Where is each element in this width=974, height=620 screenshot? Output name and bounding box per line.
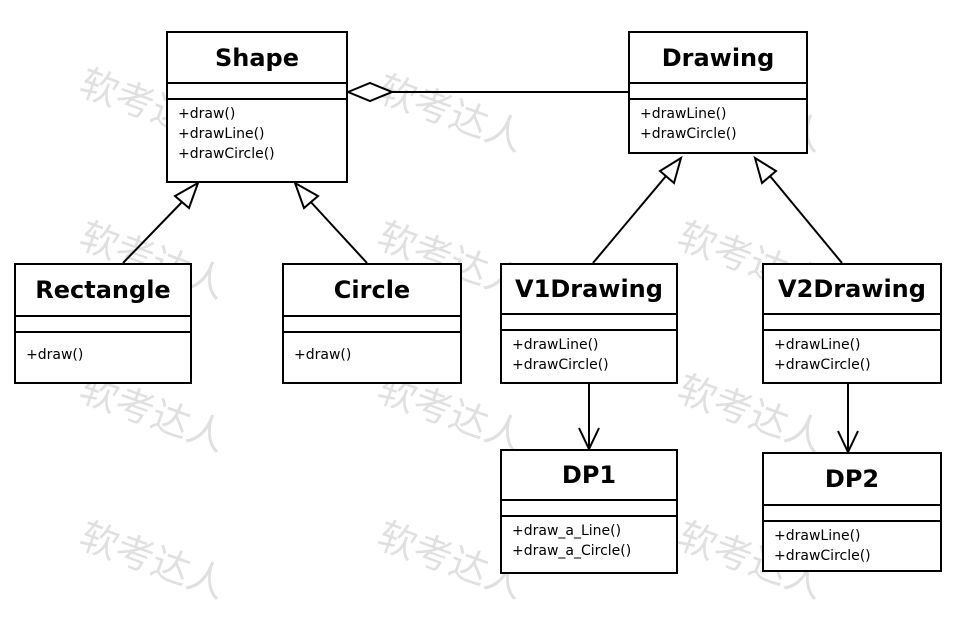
operation: +draw(): [26, 347, 84, 363]
class-name: V2Drawing: [764, 265, 940, 315]
class-name: V1Drawing: [502, 265, 676, 315]
operation: +draw(): [294, 347, 352, 363]
class-v1drawing: V1Drawing +drawLine() +drawCircle(): [500, 263, 678, 384]
attributes-compartment: [284, 317, 460, 333]
operations-compartment: +draw() +drawLine() +drawCircle(): [168, 100, 346, 164]
generalization-arrowhead: [658, 155, 683, 185]
attributes-compartment: [168, 84, 346, 100]
class-drawing: Drawing +drawLine() +drawCircle(): [628, 31, 808, 154]
attributes-compartment: [502, 501, 676, 517]
operation: +draw(): [178, 106, 236, 122]
class-shape: Shape +draw() +drawLine() +drawCircle(): [166, 31, 348, 183]
operation: +draw_a_Circle(): [512, 543, 632, 559]
operation: +drawCircle(): [774, 357, 871, 373]
class-name: Shape: [168, 33, 346, 84]
operations-compartment: +drawLine() +drawCircle(): [764, 522, 940, 566]
operations-compartment: +draw(): [284, 333, 460, 365]
generalization-arrowhead: [173, 180, 200, 210]
operation: +drawLine(): [774, 528, 861, 544]
generalization-arrowhead: [293, 180, 320, 210]
class-name: Rectangle: [16, 265, 190, 317]
operation: +drawCircle(): [178, 146, 275, 162]
operation: +drawLine(): [178, 126, 265, 142]
class-dp1: DP1 +draw_a_Line() +draw_a_Circle(): [500, 449, 678, 574]
operations-compartment: +draw_a_Line() +draw_a_Circle(): [502, 517, 676, 561]
operation: +drawLine(): [774, 337, 861, 353]
class-v2drawing: V2Drawing +drawLine() +drawCircle(): [762, 263, 942, 384]
operations-compartment: +draw(): [16, 333, 190, 365]
class-name: DP1: [502, 451, 676, 501]
attributes-compartment: [764, 315, 940, 331]
operations-compartment: +drawLine() +drawCircle(): [630, 100, 806, 144]
class-rectangle: Rectangle +draw(): [14, 263, 192, 384]
operation: +draw_a_Line(): [512, 523, 622, 539]
operation: +drawCircle(): [640, 126, 737, 142]
generalization-arrowhead: [753, 155, 778, 185]
class-name: DP2: [764, 454, 940, 506]
operation: +drawLine(): [512, 337, 599, 353]
operations-compartment: +drawLine() +drawCircle(): [502, 331, 676, 375]
generalization-line-v1drawing: [592, 175, 667, 264]
class-dp2: DP2 +drawLine() +drawCircle(): [762, 452, 942, 572]
attributes-compartment: [764, 506, 940, 522]
operation: +drawCircle(): [512, 357, 609, 373]
class-name: Circle: [284, 265, 460, 317]
operations-compartment: +drawLine() +drawCircle(): [764, 331, 940, 375]
class-circle: Circle +draw(): [282, 263, 462, 384]
generalization-line-rectangle: [122, 200, 184, 264]
generalization-line-v2drawing: [769, 175, 843, 264]
operation: +drawCircle(): [774, 548, 871, 564]
generalization-line-circle: [308, 199, 368, 264]
class-name: Drawing: [630, 33, 806, 84]
attributes-compartment: [630, 84, 806, 100]
attributes-compartment: [502, 315, 676, 331]
operation: +drawLine(): [640, 106, 727, 122]
aggregation-diamond: [345, 81, 395, 103]
attributes-compartment: [16, 317, 190, 333]
